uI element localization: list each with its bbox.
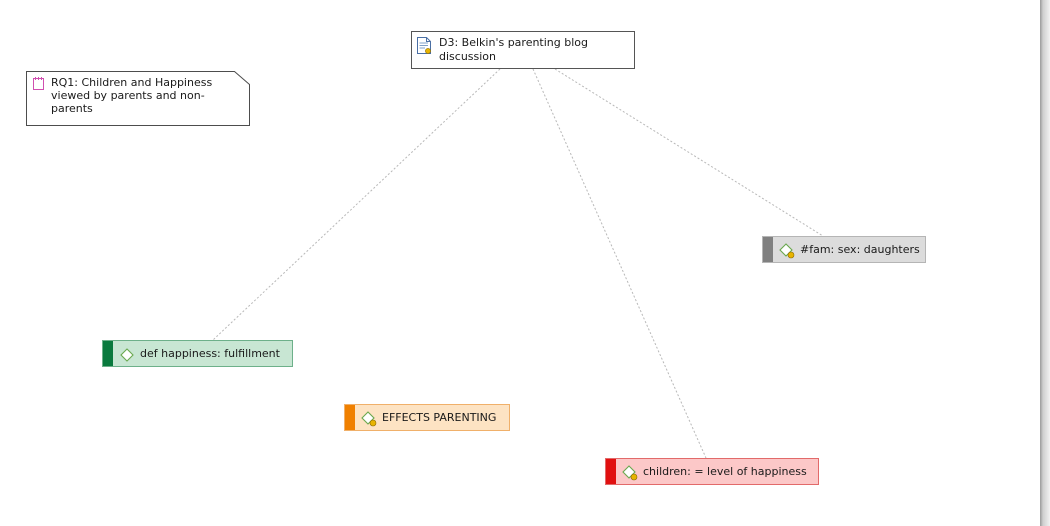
- code-node-label: def happiness: fulfillment: [140, 347, 280, 360]
- link-doc-to-code-level-of-happiness: [532, 68, 707, 459]
- memo-shape: [26, 71, 250, 126]
- code-node-label: #fam: sex: daughters: [800, 243, 920, 256]
- code-node-fulfillment[interactable]: def happiness: fulfillment: [102, 340, 293, 367]
- link-doc-to-code-daughters: [554, 68, 824, 237]
- code-icon: [622, 465, 638, 481]
- code-icon: [779, 243, 795, 259]
- code-node-label: children: = level of happiness: [643, 465, 807, 478]
- window-edge-shadow: [1040, 0, 1050, 526]
- code-node-level-of-happiness[interactable]: children: = level of happiness: [605, 458, 819, 485]
- code-color-bar: [103, 341, 113, 366]
- code-node-label: EFFECTS PARENTING: [382, 411, 497, 424]
- link-doc-to-code-fulfillment: [212, 68, 501, 341]
- code-node-effects-parenting[interactable]: EFFECTS PARENTING: [344, 404, 510, 431]
- document-node-label: D3: Belkin's parenting blog discussion: [439, 36, 589, 63]
- memo-node-label: RQ1: Children and Happiness viewed by pa…: [51, 76, 213, 115]
- code-color-bar: [606, 459, 616, 484]
- code-color-bar: [763, 237, 773, 262]
- document-node-d3[interactable]: D3: Belkin's parenting blog discussion: [411, 31, 635, 69]
- memo-node-rq1[interactable]: RQ1: Children and Happiness viewed by pa…: [26, 71, 250, 126]
- code-icon: [120, 348, 134, 362]
- memo-icon: [33, 77, 44, 90]
- code-color-bar: [345, 405, 355, 430]
- code-node-daughters[interactable]: #fam: sex: daughters: [762, 236, 926, 263]
- code-icon: [361, 411, 377, 427]
- document-icon: [417, 37, 431, 54]
